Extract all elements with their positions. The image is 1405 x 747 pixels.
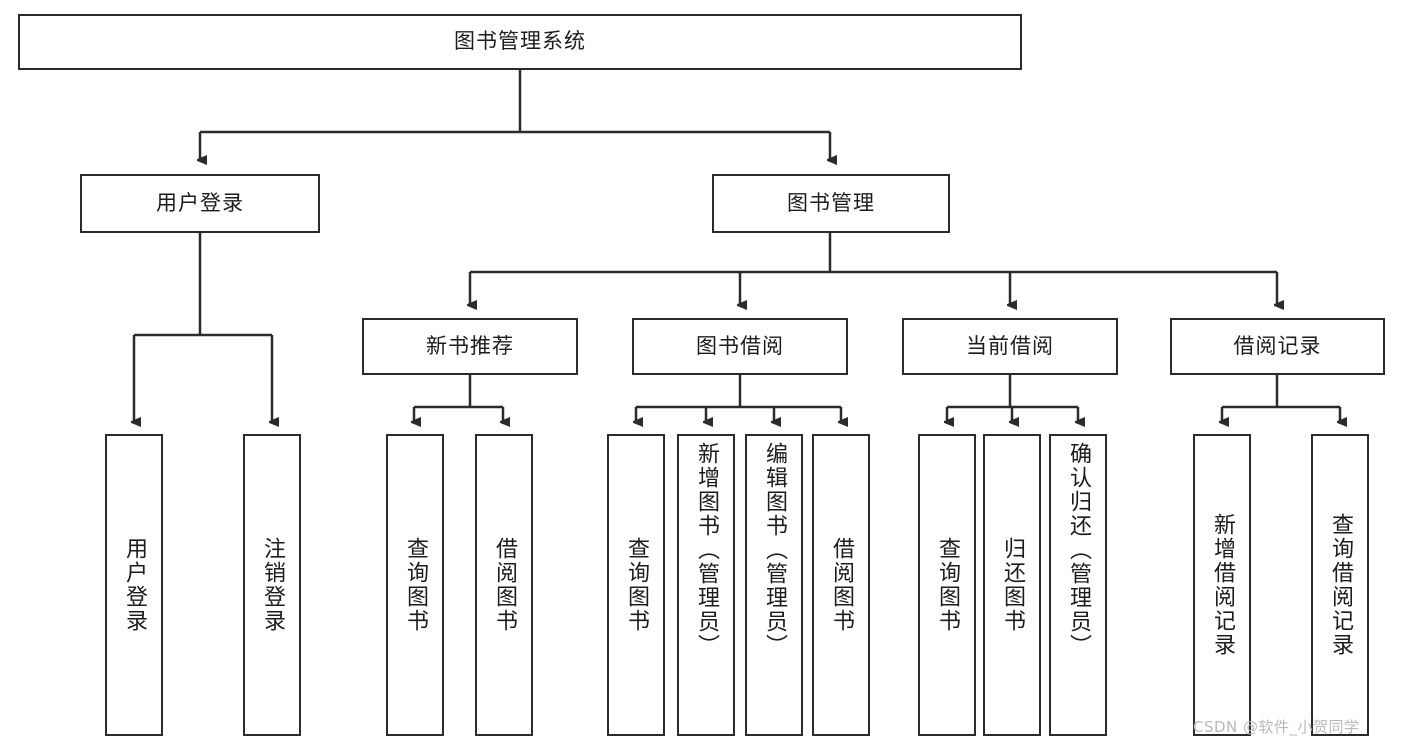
node-leaf-add-book-label: 新增图书（管理员）	[693, 442, 719, 658]
node-leaf-add-record[interactable]: 新增借阅记录	[1193, 434, 1251, 736]
node-leaf-add-record-label: 新增借阅记录	[1209, 513, 1235, 657]
node-leaf-borrow-book-2-label: 借阅图书	[828, 537, 854, 633]
node-leaf-query-record[interactable]: 查询借阅记录	[1311, 434, 1369, 736]
node-borrow-record[interactable]: 借阅记录	[1170, 318, 1385, 375]
node-leaf-borrow-book-2[interactable]: 借阅图书	[812, 434, 870, 736]
node-leaf-confirm-return[interactable]: 确认归还（管理员）	[1049, 434, 1107, 736]
node-leaf-query-book-3-label: 查询图书	[934, 537, 960, 633]
node-leaf-query-book-2[interactable]: 查询图书	[607, 434, 665, 736]
node-leaf-return-book-label: 归还图书	[999, 537, 1025, 633]
node-leaf-logout-login[interactable]: 注销登录	[243, 434, 301, 736]
node-leaf-edit-book-label: 编辑图书（管理员）	[761, 442, 787, 658]
node-user-login-label: 用户登录	[156, 190, 244, 215]
node-leaf-edit-book[interactable]: 编辑图书（管理员）	[745, 434, 803, 736]
node-leaf-borrow-book-1-label: 借阅图书	[491, 537, 517, 633]
node-leaf-query-book-2-label: 查询图书	[623, 537, 649, 633]
node-borrow-record-label: 借阅记录	[1233, 333, 1322, 358]
node-current-borrow-label: 当前借阅	[966, 333, 1054, 358]
node-leaf-user-login[interactable]: 用户登录	[105, 434, 163, 736]
node-leaf-add-book[interactable]: 新增图书（管理员）	[677, 434, 735, 736]
node-leaf-logout-login-label: 注销登录	[259, 537, 285, 633]
node-leaf-borrow-book-1[interactable]: 借阅图书	[475, 434, 533, 736]
node-leaf-query-book-1[interactable]: 查询图书	[386, 434, 444, 736]
node-user-login[interactable]: 用户登录	[80, 174, 320, 233]
node-book-borrow[interactable]: 图书借阅	[632, 318, 848, 375]
node-book-manage[interactable]: 图书管理	[712, 174, 950, 233]
node-root-label: 图书管理系统	[454, 29, 586, 54]
node-leaf-confirm-return-label: 确认归还（管理员）	[1065, 442, 1091, 658]
node-leaf-query-book-1-label: 查询图书	[402, 537, 428, 633]
node-new-book-recommend[interactable]: 新书推荐	[362, 318, 578, 375]
node-leaf-query-record-label: 查询借阅记录	[1327, 513, 1353, 657]
node-root[interactable]: 图书管理系统	[18, 14, 1022, 70]
node-leaf-return-book[interactable]: 归还图书	[983, 434, 1041, 736]
watermark-text: CSDN @软件_小贺同学	[1193, 718, 1360, 736]
node-leaf-user-login-label: 用户登录	[121, 537, 147, 633]
node-book-manage-label: 图书管理	[787, 190, 875, 215]
node-new-book-recommend-label: 新书推荐	[426, 333, 514, 358]
node-leaf-query-book-3[interactable]: 查询图书	[918, 434, 976, 736]
node-current-borrow[interactable]: 当前借阅	[902, 318, 1118, 375]
node-book-borrow-label: 图书借阅	[696, 333, 784, 358]
